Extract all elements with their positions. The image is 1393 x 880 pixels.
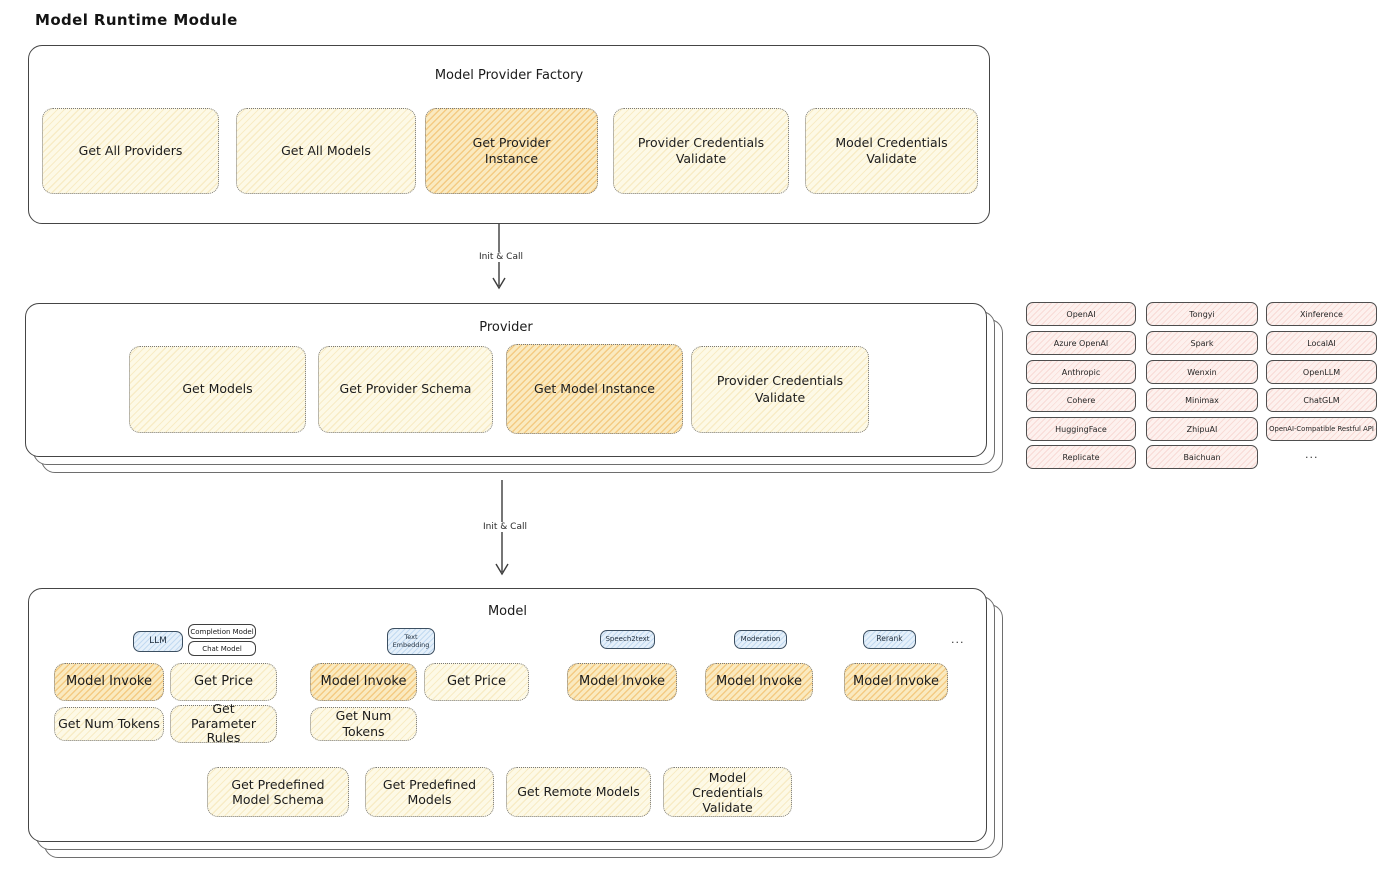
provider-chip-replicate: Replicate (1026, 445, 1136, 469)
provider-chip-openllm: OpenLLM (1266, 360, 1377, 384)
provider-box: Provider Get Models Get Provider Schema … (25, 303, 987, 457)
get-predefined-models: Get Predefined Models (365, 767, 494, 817)
provider-get-provider-schema: Get Provider Schema (318, 346, 493, 433)
init-call-label-1: Init & Call (467, 252, 535, 262)
llm-model-invoke: Model Invoke (54, 663, 164, 701)
tag-speech2text: Speech2text (600, 630, 655, 649)
provider-provider-credentials-validate: Provider Credentials Validate (691, 346, 869, 433)
model-credentials-validate: Model Credentials Validate (663, 767, 792, 817)
provider-chip-zhipuai: ZhipuAI (1146, 417, 1258, 441)
provider-chip-xinference: Xinference (1266, 302, 1377, 326)
provider-chip-openai-compatible-restful-api: OpenAI-Compatible Restful API (1266, 417, 1377, 441)
provider-chip-wenxin: Wenxin (1146, 360, 1258, 384)
tag-rerank: Rerank (863, 630, 916, 649)
llm-get-parameter-rules: Get Parameter Rules (170, 702, 277, 745)
factory-title: Model Provider Factory (434, 68, 584, 83)
provider-chip-huggingface: HuggingFace (1026, 417, 1136, 441)
provider-chip-azure-openai: Azure OpenAI (1026, 331, 1136, 355)
provider-chip-cohere: Cohere (1026, 388, 1136, 412)
page-title: Model Runtime Module (35, 11, 238, 29)
llm-get-price: Get Price (170, 663, 277, 701)
moderation-model-invoke: Model Invoke (705, 663, 813, 701)
speech2text-model-invoke: Model Invoke (567, 663, 677, 701)
provider-chip-baichuan: Baichuan (1146, 445, 1258, 469)
llm-get-num-tokens: Get Num Tokens (54, 707, 164, 741)
model-provider-factory-box: Model Provider Factory Get All Providers… (28, 45, 990, 224)
provider-chip-chatglm: ChatGLM (1266, 388, 1377, 412)
rerank-model-invoke: Model Invoke (844, 663, 948, 701)
embedding-get-price: Get Price (424, 663, 529, 701)
get-predefined-model-schema: Get Predefined Model Schema (207, 767, 349, 817)
factory-get-provider-instance: Get Provider Instance (425, 108, 598, 194)
tag-more-ellipsis: ... (951, 633, 965, 646)
tag-moderation: Moderation (734, 630, 787, 649)
provider-chip-anthropic: Anthropic (1026, 360, 1136, 384)
provider-get-model-instance: Get Model Instance (506, 344, 683, 434)
provider-chip-spark: Spark (1146, 331, 1258, 355)
factory-model-credentials-validate: Model Credentials Validate (805, 108, 978, 194)
get-remote-models: Get Remote Models (506, 767, 651, 817)
model-box: Model LLM Completion Model Chat Model Te… (28, 588, 987, 842)
embedding-model-invoke: Model Invoke (310, 663, 417, 701)
provider-chip-openai: OpenAI (1026, 302, 1136, 326)
tag-chat-model: Chat Model (188, 641, 256, 656)
tag-completion-model: Completion Model (188, 624, 256, 639)
factory-get-all-models: Get All Models (236, 108, 416, 194)
provider-chip-localai: LocalAI (1266, 331, 1377, 355)
embedding-get-num-tokens: Get Num Tokens (310, 707, 417, 741)
provider-chip-tongyi: Tongyi (1146, 302, 1258, 326)
model-title: Model (487, 604, 528, 619)
provider-title: Provider (479, 320, 533, 335)
provider-chip-more-ellipsis: ... (1305, 448, 1319, 461)
factory-provider-credentials-validate: Provider Credentials Validate (613, 108, 789, 194)
init-call-label-2: Init & Call (471, 522, 539, 532)
provider-get-models: Get Models (129, 346, 306, 433)
provider-chip-minimax: Minimax (1146, 388, 1258, 412)
factory-get-all-providers: Get All Providers (42, 108, 219, 194)
tag-llm: LLM (133, 631, 183, 652)
tag-text-embedding: Text Embedding (387, 628, 435, 655)
